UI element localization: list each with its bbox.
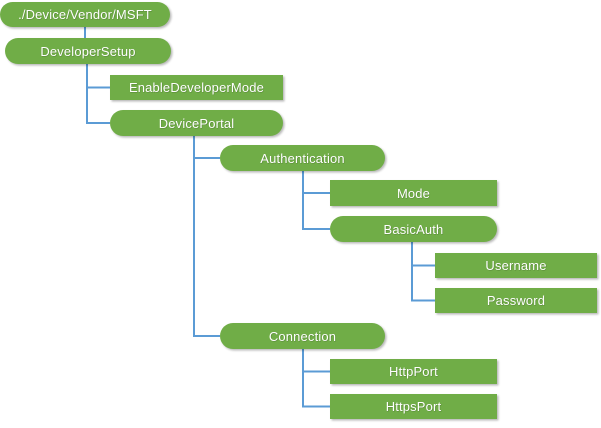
node-label-developersetup: DeveloperSetup xyxy=(40,43,136,59)
connector-deviceportal-to-authentication xyxy=(193,136,220,159)
connector-authentication-to-basicauth xyxy=(302,171,330,230)
connector-basicauth-to-password xyxy=(411,242,435,302)
node-label-password: Password xyxy=(486,293,546,308)
connector-connection-to-httpport xyxy=(302,349,330,373)
node-label-connection: Connection xyxy=(268,328,337,344)
connector-basicauth-to-username xyxy=(411,242,435,267)
node-httpport[interactable]: HttpPort xyxy=(330,359,497,384)
node-authentication[interactable]: Authentication xyxy=(220,145,385,171)
connector-developersetup-to-enabledevelopermode xyxy=(86,64,110,89)
node-label-mode: Mode xyxy=(396,185,431,201)
node-mode[interactable]: Mode xyxy=(330,180,497,206)
node-httpsport[interactable]: HttpsPort xyxy=(330,394,497,419)
connector-developersetup-to-deviceportal xyxy=(86,64,110,124)
node-connection[interactable]: Connection xyxy=(220,323,385,349)
node-label-httpsport: HttpsPort xyxy=(385,399,442,414)
node-label-enabledevelopermode: EnableDeveloperMode xyxy=(128,80,265,95)
node-label-username: Username xyxy=(485,258,547,273)
node-label-httpport: HttpPort xyxy=(389,364,438,379)
node-developersetup[interactable]: DeveloperSetup xyxy=(5,38,171,64)
node-root[interactable]: ./Device/Vendor/MSFT xyxy=(0,2,170,27)
node-label-basicauth: BasicAuth xyxy=(383,221,444,237)
node-deviceportal[interactable]: DevicePortal xyxy=(110,110,283,136)
node-label-root: ./Device/Vendor/MSFT xyxy=(18,7,152,22)
connector-deviceportal-to-connection xyxy=(193,136,220,337)
connector-authentication-to-mode xyxy=(302,171,330,194)
connector-connection-to-httpsport xyxy=(302,349,330,408)
node-username[interactable]: Username xyxy=(435,253,597,278)
node-password[interactable]: Password xyxy=(435,288,597,313)
node-label-deviceportal: DevicePortal xyxy=(158,115,235,131)
node-label-authentication: Authentication xyxy=(260,150,345,166)
node-basicauth[interactable]: BasicAuth xyxy=(330,216,497,242)
node-enabledevelopermode[interactable]: EnableDeveloperMode xyxy=(110,75,283,100)
